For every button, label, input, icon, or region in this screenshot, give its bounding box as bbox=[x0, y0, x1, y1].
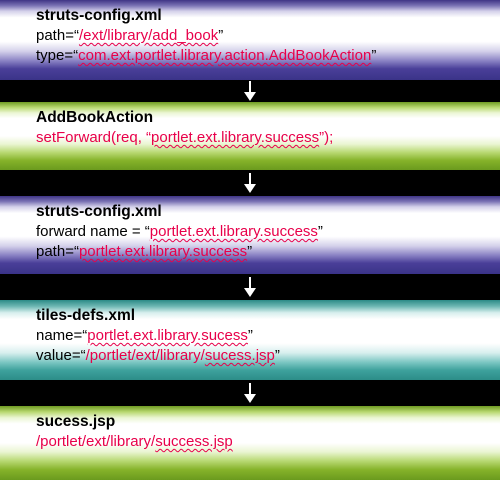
path-line: path=“/ext/library/add_book” bbox=[36, 27, 224, 44]
box-struts-config-action: struts-config.xml path=“/ext/library/add… bbox=[0, 0, 500, 80]
box-add-book-action: AddBookAction setForward(req, “portlet.e… bbox=[0, 102, 500, 170]
name-line: name=“portlet.ext.library.sucess” bbox=[36, 327, 253, 344]
forward-name-line: forward name = “portlet.ext.library.succ… bbox=[36, 223, 323, 240]
box-success-jsp: sucess.jsp /portlet/ext/library/success.… bbox=[0, 406, 500, 480]
box-title: struts-config.xml bbox=[36, 7, 162, 24]
set-forward-line: setForward(req, “portlet.ext.library.suc… bbox=[36, 129, 334, 146]
type-line: type=“com.ext.portlet.library.action.Add… bbox=[36, 47, 377, 64]
arrow-down-icon bbox=[242, 80, 258, 102]
type-value: com.ext.portlet.library.action.AddBookAc… bbox=[78, 47, 372, 64]
box-title: tiles-defs.xml bbox=[36, 307, 136, 324]
jsp-path-value: success.jsp bbox=[155, 433, 233, 450]
box-title: struts-config.xml bbox=[36, 203, 162, 220]
box-title: sucess.jsp bbox=[36, 413, 116, 430]
arrow-down-icon bbox=[242, 382, 258, 404]
path-value: portlet.ext.library.success bbox=[78, 243, 248, 260]
name-value: portlet.ext.library.sucess bbox=[87, 327, 248, 344]
box-title: AddBookAction bbox=[36, 109, 154, 126]
forward-value: portlet.ext.library.success bbox=[151, 129, 320, 146]
forward-name-value: portlet.ext.library.success bbox=[149, 223, 318, 240]
path-value: /ext/library/add_book bbox=[78, 27, 219, 44]
jsp-path-line: /portlet/ext/library/success.jsp bbox=[36, 433, 233, 450]
arrow-down-icon bbox=[242, 172, 258, 194]
path-line: path=“portlet.ext.library.success” bbox=[36, 243, 253, 260]
box-struts-config-forward: struts-config.xml forward name = “portle… bbox=[0, 196, 500, 274]
jsp-value: sucess.jsp bbox=[204, 347, 275, 364]
value-line: value=“/portlet/ext/library/sucess.jsp” bbox=[36, 347, 280, 364]
box-tiles-defs: tiles-defs.xml name=“portlet.ext.library… bbox=[0, 300, 500, 380]
arrow-down-icon bbox=[242, 276, 258, 298]
